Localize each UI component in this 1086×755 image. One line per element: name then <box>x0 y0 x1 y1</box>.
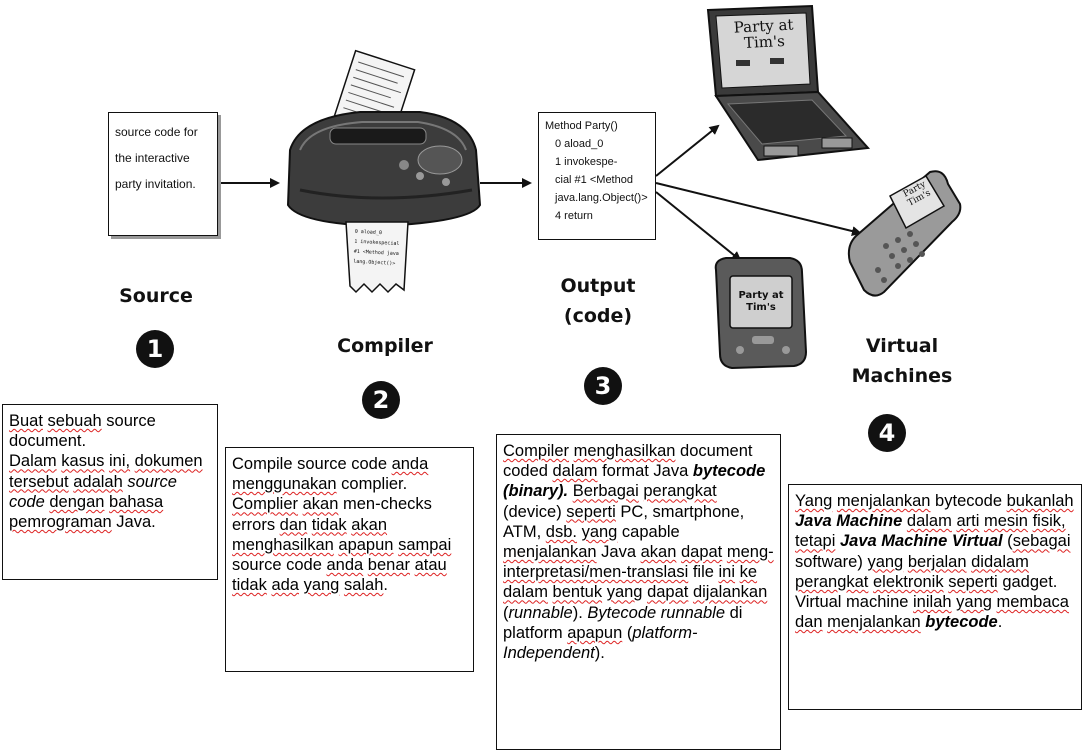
step-number-4: 4 <box>868 414 906 452</box>
laptop-screen-text: Party at Tim's <box>733 15 794 53</box>
bytecode-line: 0 aload_0 <box>555 138 604 150</box>
description-box-virtual-machines: Yang menjalankan bytecode bukanlah Java … <box>788 484 1082 710</box>
flow-arrows <box>220 124 862 262</box>
description-box-source: Buat sebuah source document. Dalam kasus… <box>2 404 218 580</box>
step-number-1: 1 <box>136 330 174 368</box>
bytecode-line: java.lang.Object()> <box>555 192 648 204</box>
arrow-output-to-handheld <box>655 191 742 262</box>
source-code-document: source code for the interactive party in… <box>108 112 218 236</box>
compiler-machine-icon <box>286 49 482 294</box>
laptop-icon <box>706 4 871 162</box>
bytecode-line: Method Party() <box>545 120 618 132</box>
step-number-3: 3 <box>584 367 622 405</box>
bytecode-document: Method Party() 0 aload_0 1 invokespe- ci… <box>538 112 656 240</box>
stage-label-compiler: Compiler <box>337 335 433 357</box>
mobile-phone-icon <box>847 170 962 297</box>
bytecode-line: cial #1 <Method <box>555 174 633 186</box>
source-doc-line: party invitation. <box>115 177 196 191</box>
source-doc-line: source code for <box>115 125 198 139</box>
bytecode-line: 4 return <box>555 210 593 222</box>
step-number-2: 2 <box>362 381 400 419</box>
compiler-output-paper: 0 aload_0 1 invokespecial #1 <Method jav… <box>353 227 405 270</box>
handheld-device-icon <box>714 257 808 370</box>
description-box-output: Compiler menghasilkan document coded dal… <box>496 434 781 750</box>
stage-label-virtual-machines: Virtual Machines <box>851 335 953 387</box>
stage-label-source: Source <box>119 285 193 307</box>
source-doc-line: the interactive <box>115 151 190 165</box>
description-box-compiler: Compile source code anda menggunakan com… <box>225 447 474 672</box>
arrow-output-to-laptop <box>655 124 720 177</box>
stage-label-output: Output (code) <box>560 275 636 327</box>
handheld-screen-text: Party at Tim's <box>738 290 784 313</box>
bytecode-line: 1 invokespe- <box>555 156 618 168</box>
arrow-output-to-phone <box>655 182 862 236</box>
